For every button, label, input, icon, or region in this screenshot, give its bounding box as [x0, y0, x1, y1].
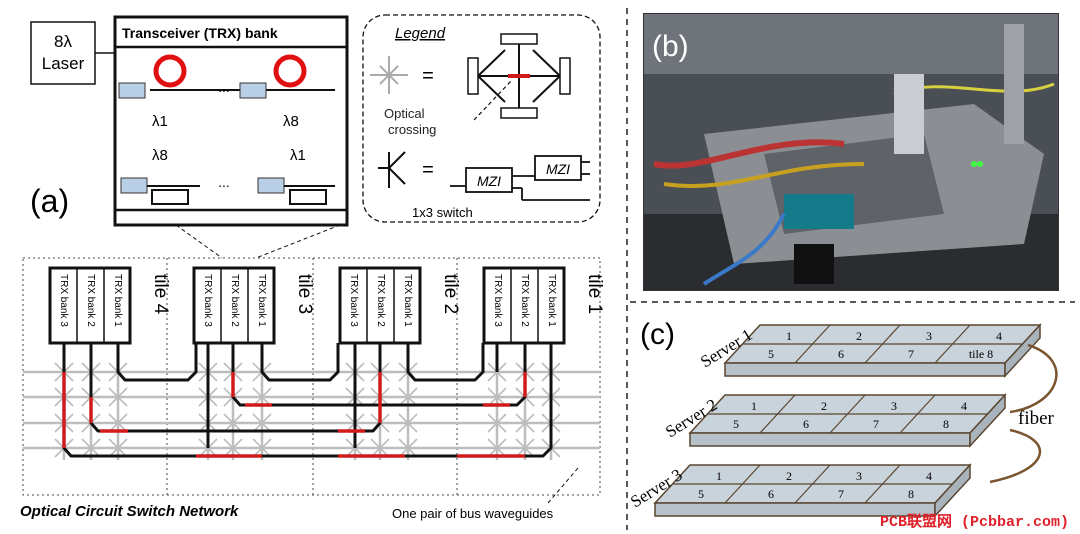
bus-waveguides-label: One pair of bus waveguides	[392, 506, 554, 521]
legend-equals-1: =	[422, 65, 434, 87]
laser-line1: 8λ	[54, 32, 72, 51]
server-tile-label: 6	[768, 487, 774, 501]
watermark: PCB联盟网 (Pcbbar.com)	[880, 514, 1070, 531]
optical-crossing-label-1: Optical	[384, 106, 425, 121]
trx-bank-label: TRX bank 3	[202, 274, 213, 327]
active-switch-segments	[62, 372, 527, 458]
trx-bank-title: Transceiver (TRX) bank	[122, 25, 278, 41]
server-tile-label: 5	[698, 487, 704, 501]
tile-label: tile 3	[294, 274, 315, 314]
tile-3: TRX bank 3 TRX bank 2 TRX bank 1 tile 3	[192, 266, 315, 345]
server-tile-label: tile 8	[969, 347, 993, 361]
server-tile-label: 1	[786, 329, 792, 343]
server-tile-label: 4	[996, 329, 1002, 343]
lab-photo	[643, 13, 1059, 291]
panel-b-label: (b)	[652, 30, 689, 63]
server-tile-label: 2	[786, 469, 792, 483]
ring-resonator	[273, 54, 307, 88]
ellipsis-bottom: ...	[218, 174, 230, 190]
server-tile-label: 3	[856, 469, 862, 483]
modulator	[118, 82, 146, 99]
trx-bank-label: TRX bank 1	[402, 274, 413, 327]
photodetector	[257, 177, 285, 194]
optical-crossing-label-2: crossing	[388, 122, 436, 137]
tile-1: TRX bank 3 TRX bank 2 TRX bank 1 tile 1	[482, 266, 605, 345]
lambda-8-bottom: λ8	[152, 147, 168, 164]
network-box	[22, 257, 601, 496]
server-tile-label: 4	[926, 469, 932, 483]
trx-bank-label: TRX bank 2	[85, 274, 96, 327]
server-tile-label: 3	[891, 399, 897, 413]
fiber-cable-2	[989, 428, 1042, 484]
server-tile-label: 7	[873, 417, 879, 431]
server-tile-label: 2	[856, 329, 862, 343]
trx-bank-label: TRX bank 1	[112, 274, 123, 327]
switch-icon	[378, 151, 406, 188]
network-title: Optical Circuit Switch Network	[20, 503, 239, 520]
trx-bank-label: TRX bank 3	[348, 274, 359, 327]
server-tile-label: 1	[716, 469, 722, 483]
server-tile-label: 6	[803, 417, 809, 431]
mzi-label-2: MZI	[546, 161, 570, 177]
fiber-cable-1	[1009, 343, 1058, 414]
switch-label: 1x3 switch	[412, 205, 473, 220]
lambda-8-top: λ8	[283, 113, 299, 130]
legend-equals-2: =	[422, 159, 434, 181]
laser-box: 8λ Laser	[30, 21, 115, 85]
server-tile-label: 2	[821, 399, 827, 413]
trx-bank-label: TRX bank 2	[375, 274, 386, 327]
server-tile-label: 8	[943, 417, 949, 431]
lambda-1-top: λ1	[152, 113, 168, 130]
mzi-switch-detail	[450, 155, 590, 201]
trx-bank-label: TRX bank 1	[256, 274, 267, 327]
server-tile-label: 7	[908, 347, 914, 361]
tile-2: TRX bank 3 TRX bank 2 TRX bank 1 tile 2	[338, 266, 461, 345]
laser-line2: Laser	[42, 54, 85, 73]
tile-4: TRX bank 3 TRX bank 2 TRX bank 1 tile 4	[48, 266, 171, 345]
server-tile-label: 6	[838, 347, 844, 361]
crossing-icon	[370, 56, 408, 94]
server-tile-label: 7	[838, 487, 844, 501]
trx-bank-box: Transceiver (TRX) bank ... λ1 λ8 λ8 λ1 .…	[113, 15, 349, 227]
modulator	[239, 82, 267, 99]
trx-bank-label: TRX bank 3	[58, 274, 69, 327]
server-tile-label: 5	[768, 347, 774, 361]
panel-a-label: (a)	[30, 183, 69, 219]
lambda-1-bottom: λ1	[290, 147, 306, 164]
server-tile-label: 1	[751, 399, 757, 413]
trx-bank-label: TRX bank 1	[546, 274, 557, 327]
mzi-label-1: MZI	[477, 173, 501, 189]
fiber-label: fiber	[1018, 408, 1055, 429]
server-tile-label: 4	[961, 399, 967, 413]
switch-grid	[23, 360, 600, 460]
ellipsis-top: ...	[218, 79, 230, 95]
panel-c-label: (c)	[640, 318, 675, 351]
trx-bank-label: TRX bank 3	[492, 274, 503, 327]
trx-bank-label: TRX bank 2	[519, 274, 530, 327]
trx-bank-label: TRX bank 2	[229, 274, 240, 327]
waveguide-routes	[62, 343, 553, 458]
tile-label: tile 2	[440, 274, 461, 314]
photodetector	[120, 177, 148, 194]
server-tile-label: 5	[733, 417, 739, 431]
tile-label: tile 4	[150, 274, 171, 315]
server-tile-label: 3	[926, 329, 932, 343]
legend-title: Legend	[395, 25, 446, 42]
switch-crossings	[54, 362, 561, 458]
legend-box: Legend = Optical crossing	[362, 14, 601, 223]
tile-label: tile 1	[584, 274, 605, 314]
crossing-detail	[467, 33, 571, 121]
ring-resonator	[153, 54, 187, 88]
server-tile-label: 8	[908, 487, 914, 501]
